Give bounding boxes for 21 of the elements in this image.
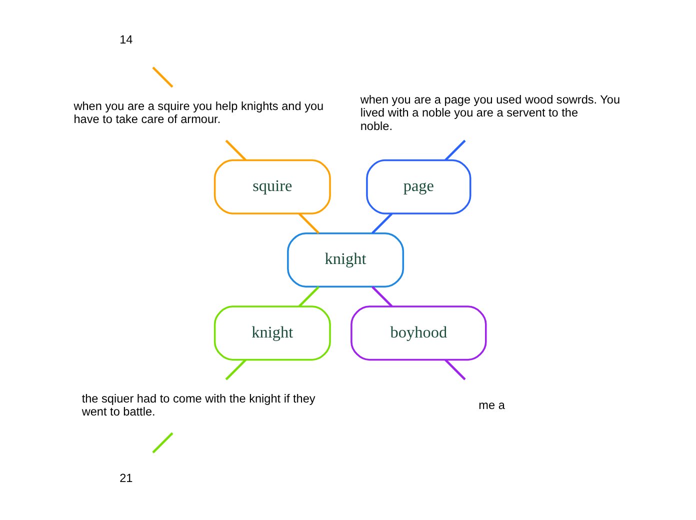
node-text: 21 [119, 471, 132, 486]
connector [371, 212, 392, 234]
connector [152, 432, 173, 454]
node-text: 14 [119, 32, 132, 46]
node-box: boyhood [350, 306, 486, 361]
node-box: page [366, 159, 471, 214]
node-box: squire [213, 159, 330, 214]
connector [152, 66, 173, 88]
connector [224, 140, 246, 161]
connector [298, 286, 320, 308]
connector [298, 212, 320, 234]
node-text: when you are a page you used wood sowrds. You lived with a noble you are a servent to the noble. [360, 92, 620, 133]
node-box: knight [286, 232, 404, 288]
connector [371, 286, 392, 308]
node-box: knight [213, 306, 330, 361]
node-text: me a [478, 398, 504, 412]
node-text: when you are a squire you help knights and you have to take care of armour. [73, 98, 324, 126]
node-text: the sqiuer had to come with the knight if they went to battle. [81, 391, 315, 419]
connector [224, 359, 246, 380]
connector [444, 140, 466, 161]
connector [444, 359, 466, 380]
